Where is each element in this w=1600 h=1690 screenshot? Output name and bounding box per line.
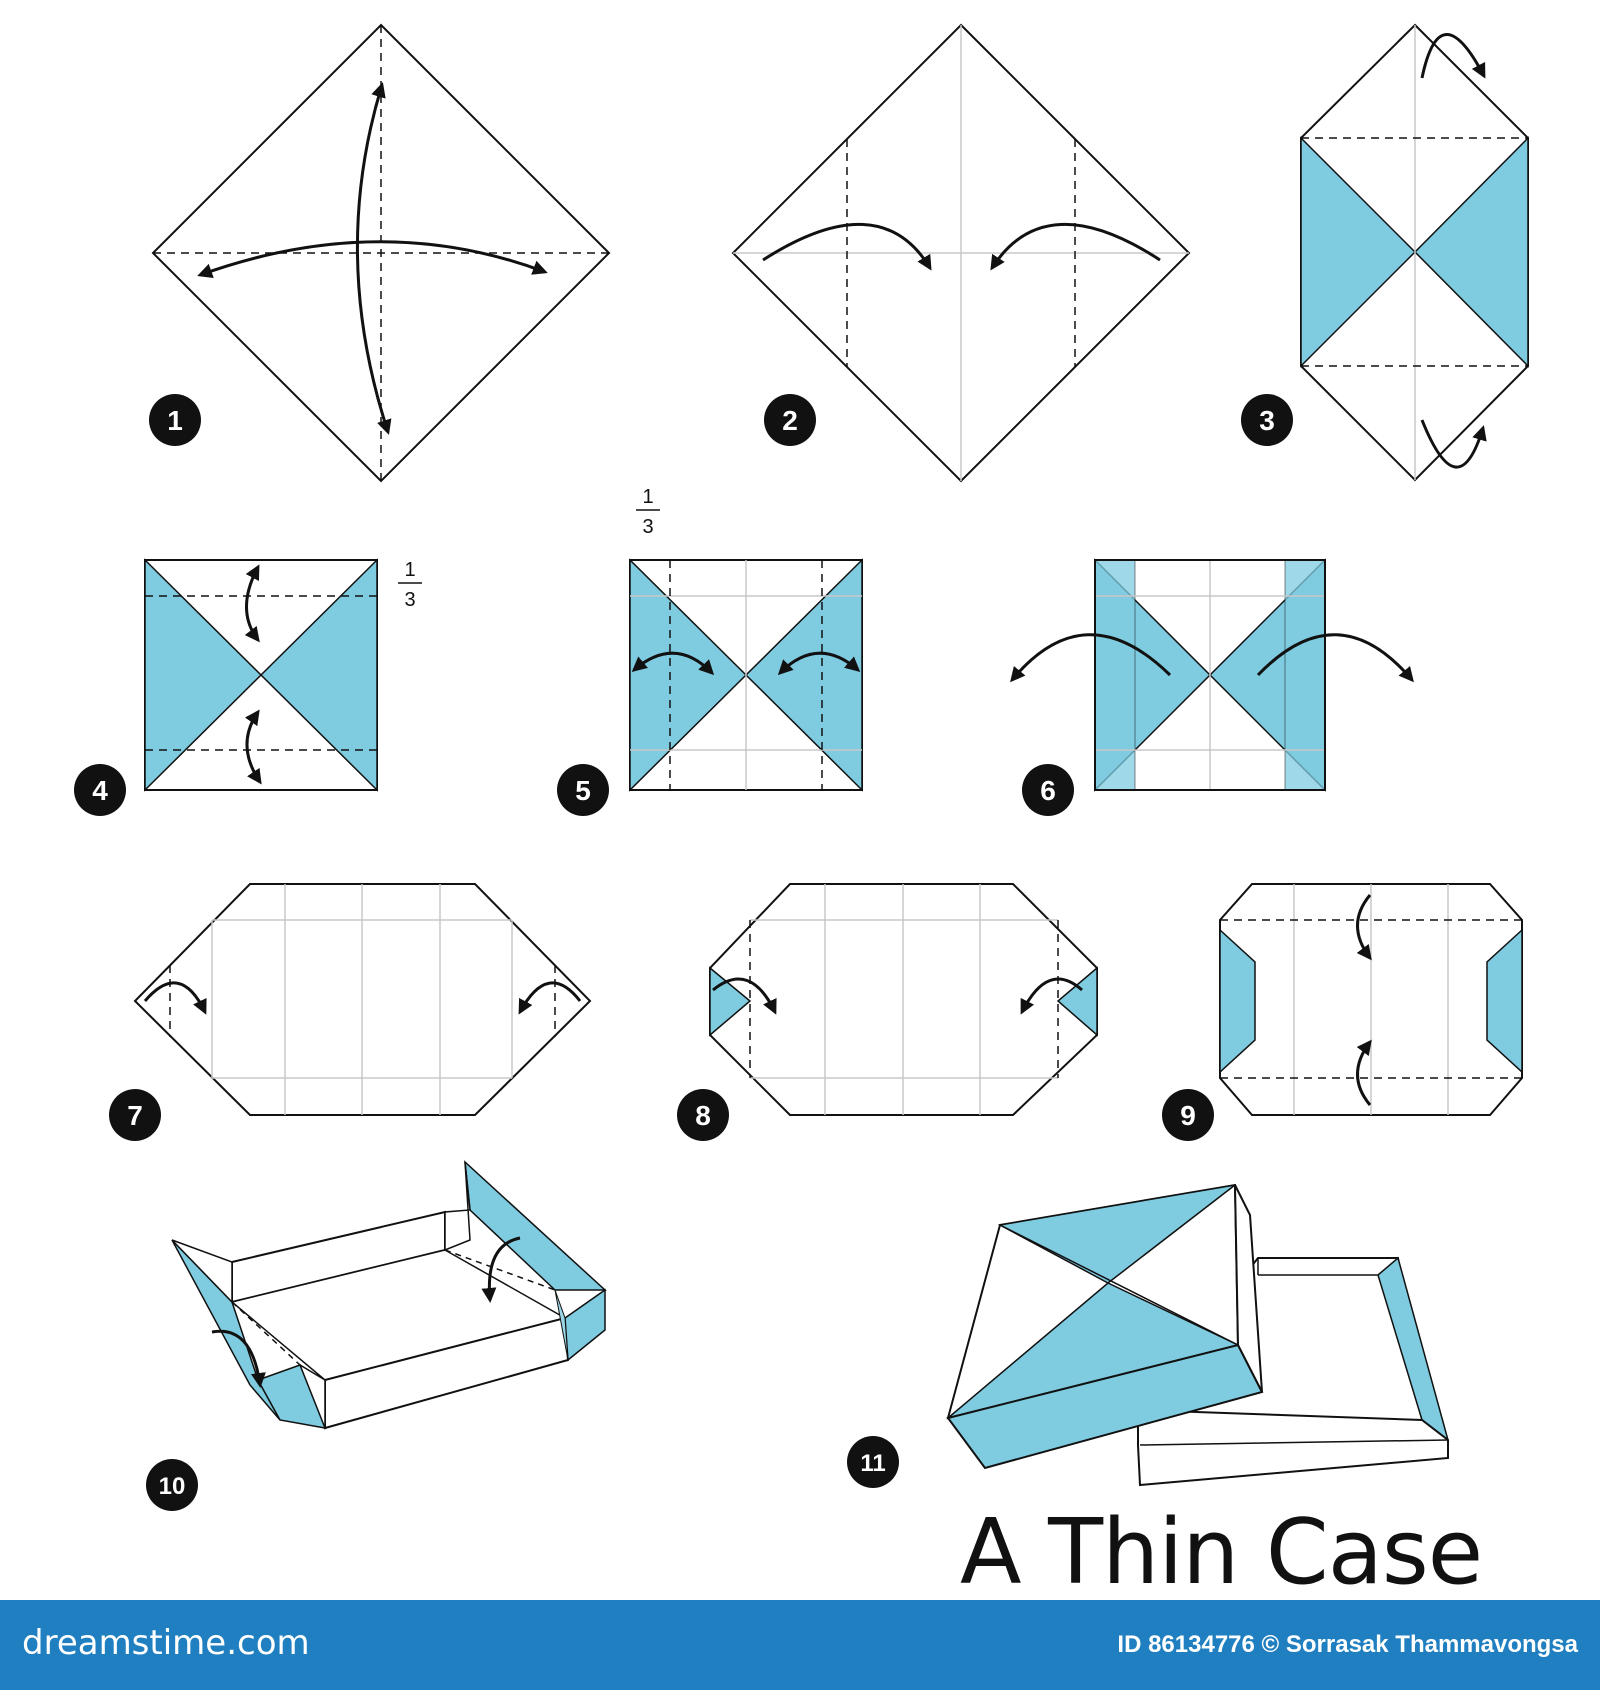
diagram-title: A Thin Case (960, 1500, 1483, 1605)
step-8-diagram (709, 883, 1098, 1116)
step-5-arrow-right (777, 651, 861, 676)
step-3-arrow-top (1420, 33, 1486, 79)
step-5-arrow-left (631, 651, 715, 676)
step-9-diagram (1219, 883, 1523, 1116)
step-badge-9: 9 (1162, 1089, 1214, 1141)
step-badge-6: 6 (1022, 764, 1074, 816)
step-7-arrow-left (143, 981, 207, 1015)
step-badge-3: 3 (1241, 394, 1293, 446)
footer-brand[interactable]: dreamstime.com (22, 1623, 310, 1663)
step-7-arrow-right (518, 981, 582, 1015)
step-number: 2 (782, 405, 798, 436)
step-2-arrow-left (762, 222, 932, 271)
step-number: 5 (575, 775, 591, 806)
step-8-arrow-left (712, 977, 777, 1015)
svg-text:3: 3 (404, 589, 415, 611)
step-3-diagram (1300, 23, 1529, 482)
step-number: 4 (92, 775, 108, 806)
step-8-arrow-right (1020, 977, 1083, 1015)
step-4-arrow-top (244, 564, 260, 643)
step-number: 3 (1259, 405, 1275, 436)
step-1-arrow-vertical (355, 82, 392, 435)
step-badge-2: 2 (764, 394, 816, 446)
step-badge-10: 10 (146, 1459, 198, 1511)
step-2-arrow-right (990, 222, 1161, 271)
step-9-arrow-bottom (1356, 1039, 1372, 1106)
step-badges: 1 2 3 4 5 6 7 8 9 10 11 (74, 394, 1293, 1511)
svg-text:1: 1 (404, 559, 415, 581)
step-5-diagram (629, 558, 863, 792)
svg-text:3: 3 (642, 516, 653, 538)
step-number: 7 (127, 1100, 143, 1131)
footer-bar: dreamstime.com ID 86134776 © Sorrasak Th… (0, 1600, 1600, 1690)
step-number: 6 (1040, 775, 1056, 806)
step-2-diagram (731, 23, 1191, 483)
step-6-arrow-left (1010, 633, 1172, 683)
origami-instruction-diagram: 1 2 3 4 5 6 7 8 9 10 11 1 3 1 3 (74, 23, 1529, 1511)
step-number: 1 (167, 405, 183, 436)
step-1-diagram (151, 23, 611, 483)
step-badge-5: 5 (557, 764, 609, 816)
step-badge-4: 4 (74, 764, 126, 816)
step-4-fraction: 1 3 (398, 559, 422, 611)
step-4-arrow-bottom (244, 709, 262, 785)
step-badge-11: 11 (847, 1436, 899, 1488)
step-badge-7: 7 (109, 1089, 161, 1141)
step-10-arrow-right (481, 1236, 521, 1303)
step-9-arrow-top (1356, 894, 1372, 961)
step-3-arrow-bottom (1420, 419, 1487, 469)
step-6-arrow-right (1256, 633, 1414, 683)
step-6-diagram (1010, 558, 1414, 792)
step-badge-1: 1 (149, 394, 201, 446)
step-5-fraction: 1 3 (636, 486, 660, 538)
step-10-diagram (171, 1160, 607, 1430)
step-number: 11 (860, 1450, 885, 1477)
step-badge-8: 8 (677, 1089, 729, 1141)
step-number: 9 (1180, 1100, 1196, 1131)
step-7-diagram (133, 883, 592, 1116)
step-4-diagram (144, 558, 378, 792)
step-number: 8 (695, 1100, 711, 1131)
step-number: 10 (159, 1473, 186, 1500)
step-11-diagram (946, 1183, 1450, 1487)
svg-text:1: 1 (642, 486, 653, 508)
footer-credit: ID 86134776 © Sorrasak Thammavongsa (1117, 1631, 1578, 1658)
step-10-arrow-left (211, 1329, 266, 1388)
